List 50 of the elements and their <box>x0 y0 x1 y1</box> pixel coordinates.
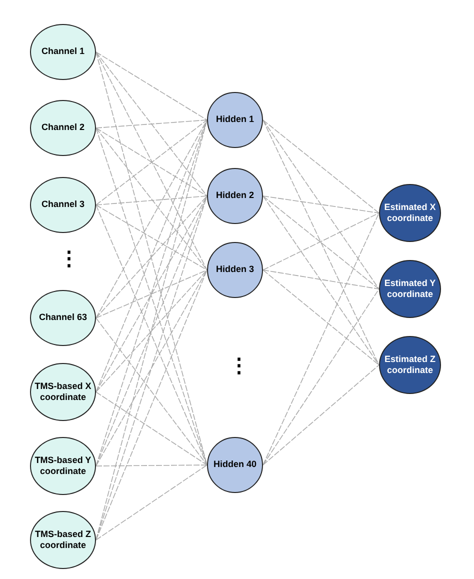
ellipsis-mark: ⋮ <box>229 356 249 376</box>
ellipsis-mark: ⋮ <box>59 249 79 269</box>
connection-line <box>262 212 380 466</box>
connection-line <box>96 196 208 392</box>
connection-line <box>96 392 208 466</box>
connection-line <box>262 270 380 366</box>
connection-line <box>262 120 380 290</box>
input-node: TMS-based Z coordinate <box>30 511 96 569</box>
connection-line <box>262 120 380 366</box>
input-node: Channel 3 <box>30 177 96 233</box>
hidden-node: Hidden 2 <box>207 168 263 224</box>
connection-line <box>96 128 208 270</box>
connection-line <box>96 270 208 392</box>
connection-line <box>96 270 208 318</box>
hidden-node: Hidden 3 <box>207 242 263 298</box>
output-node: Estimated Y coordinate <box>379 260 441 318</box>
input-node: Channel 63 <box>30 290 96 346</box>
output-node: Estimated X coordinate <box>379 184 441 242</box>
hidden-node: Hidden 1 <box>207 92 263 148</box>
connection-line <box>96 196 208 540</box>
connection-line <box>262 288 380 466</box>
input-node: TMS-based X coordinate <box>30 363 96 421</box>
connection-line <box>262 212 380 270</box>
connection-line <box>96 52 208 120</box>
connection-line <box>96 120 208 392</box>
connection-line <box>262 196 380 214</box>
connection-line <box>262 196 380 290</box>
connection-line <box>96 464 208 540</box>
connection-line <box>262 196 380 366</box>
hidden-node: Hidden 40 <box>207 437 263 493</box>
connection-line <box>96 52 208 270</box>
connection-line <box>96 52 208 466</box>
input-node: Channel 2 <box>30 100 96 156</box>
connection-line <box>262 120 380 214</box>
connection-line <box>96 196 208 318</box>
output-node: Estimated Z coordinate <box>379 336 441 394</box>
connection-line <box>96 464 208 466</box>
connection-line <box>96 120 208 128</box>
connection-line <box>96 196 208 206</box>
connection-line <box>96 128 208 196</box>
connection-line <box>262 270 380 290</box>
input-node: Channel 1 <box>30 24 96 80</box>
connection-line <box>262 364 380 466</box>
connection-line <box>96 270 208 540</box>
connection-line <box>96 120 208 206</box>
connection-line <box>96 52 208 196</box>
connection-line <box>96 270 208 466</box>
connection-line <box>96 204 208 270</box>
connection-line <box>96 318 208 466</box>
input-node: TMS-based Y coordinate <box>30 437 96 495</box>
